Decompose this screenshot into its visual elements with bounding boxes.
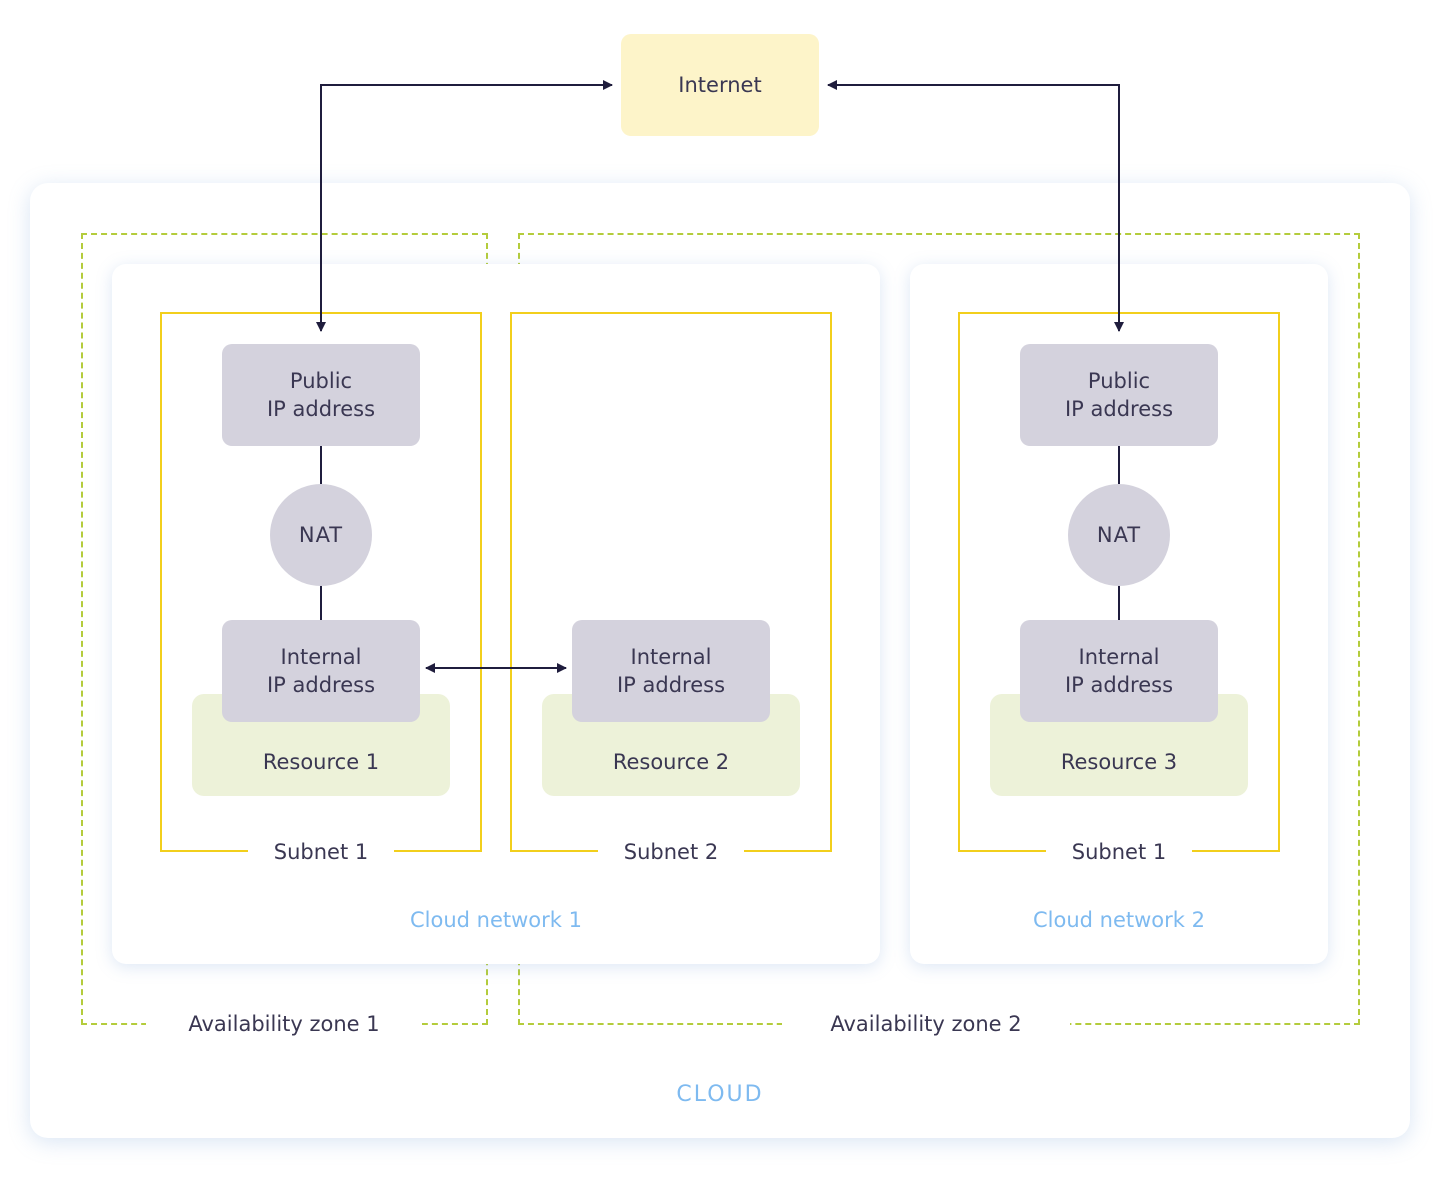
resource-2-label: Resource 2 bbox=[612, 750, 730, 774]
subnet-2-label: Subnet 2 bbox=[598, 838, 744, 866]
resource-3-label: Resource 3 bbox=[1060, 750, 1178, 774]
public-ip-3-line1: Public bbox=[1087, 369, 1151, 393]
public-ip-3-line2: IP address bbox=[1064, 397, 1174, 421]
internal-ip-2-line1: Internal bbox=[630, 645, 712, 669]
availability-zone-1-label: Availability zone 1 bbox=[146, 1010, 422, 1038]
public-ip-1: Public IP address bbox=[222, 344, 420, 446]
internal-ip-3: Internal IP address bbox=[1020, 620, 1218, 722]
subnet-3-label: Subnet 1 bbox=[1046, 838, 1192, 866]
cloud-label: CLOUD bbox=[676, 1082, 764, 1107]
internal-ip-3-line2: IP address bbox=[1064, 673, 1174, 697]
internal-ip-1-line2: IP address bbox=[266, 673, 376, 697]
public-ip-1-line1: Public bbox=[289, 369, 353, 393]
internet-node: Internet bbox=[621, 34, 819, 136]
internal-ip-2-line2: IP address bbox=[616, 673, 726, 697]
internal-ip-3-line1: Internal bbox=[1078, 645, 1160, 669]
internet-to-public-ip-1-arrow bbox=[316, 80, 613, 332]
resource-1-label: Resource 1 bbox=[262, 750, 380, 774]
nat-3-label: NAT bbox=[1096, 523, 1142, 547]
internet-to-public-ip-3-arrow bbox=[827, 80, 1124, 332]
internet-label: Internet bbox=[678, 73, 762, 97]
public-ip-3: Public IP address bbox=[1020, 344, 1218, 446]
nat-1: NAT bbox=[270, 484, 372, 586]
internal-ip-1-line1: Internal bbox=[280, 645, 362, 669]
availability-zone-2-label: Availability zone 2 bbox=[782, 1010, 1070, 1038]
nat-3: NAT bbox=[1068, 484, 1170, 586]
cloud-network-2-label: Cloud network 2 bbox=[1033, 908, 1205, 932]
internal-ip-1: Internal IP address bbox=[222, 620, 420, 722]
internal-ip-2: Internal IP address bbox=[572, 620, 770, 722]
nat-1-label: NAT bbox=[298, 523, 344, 547]
public-ip-1-line2: IP address bbox=[266, 397, 376, 421]
cloud-network-1-label: Cloud network 1 bbox=[410, 908, 582, 932]
subnet-1-label: Subnet 1 bbox=[248, 838, 394, 866]
